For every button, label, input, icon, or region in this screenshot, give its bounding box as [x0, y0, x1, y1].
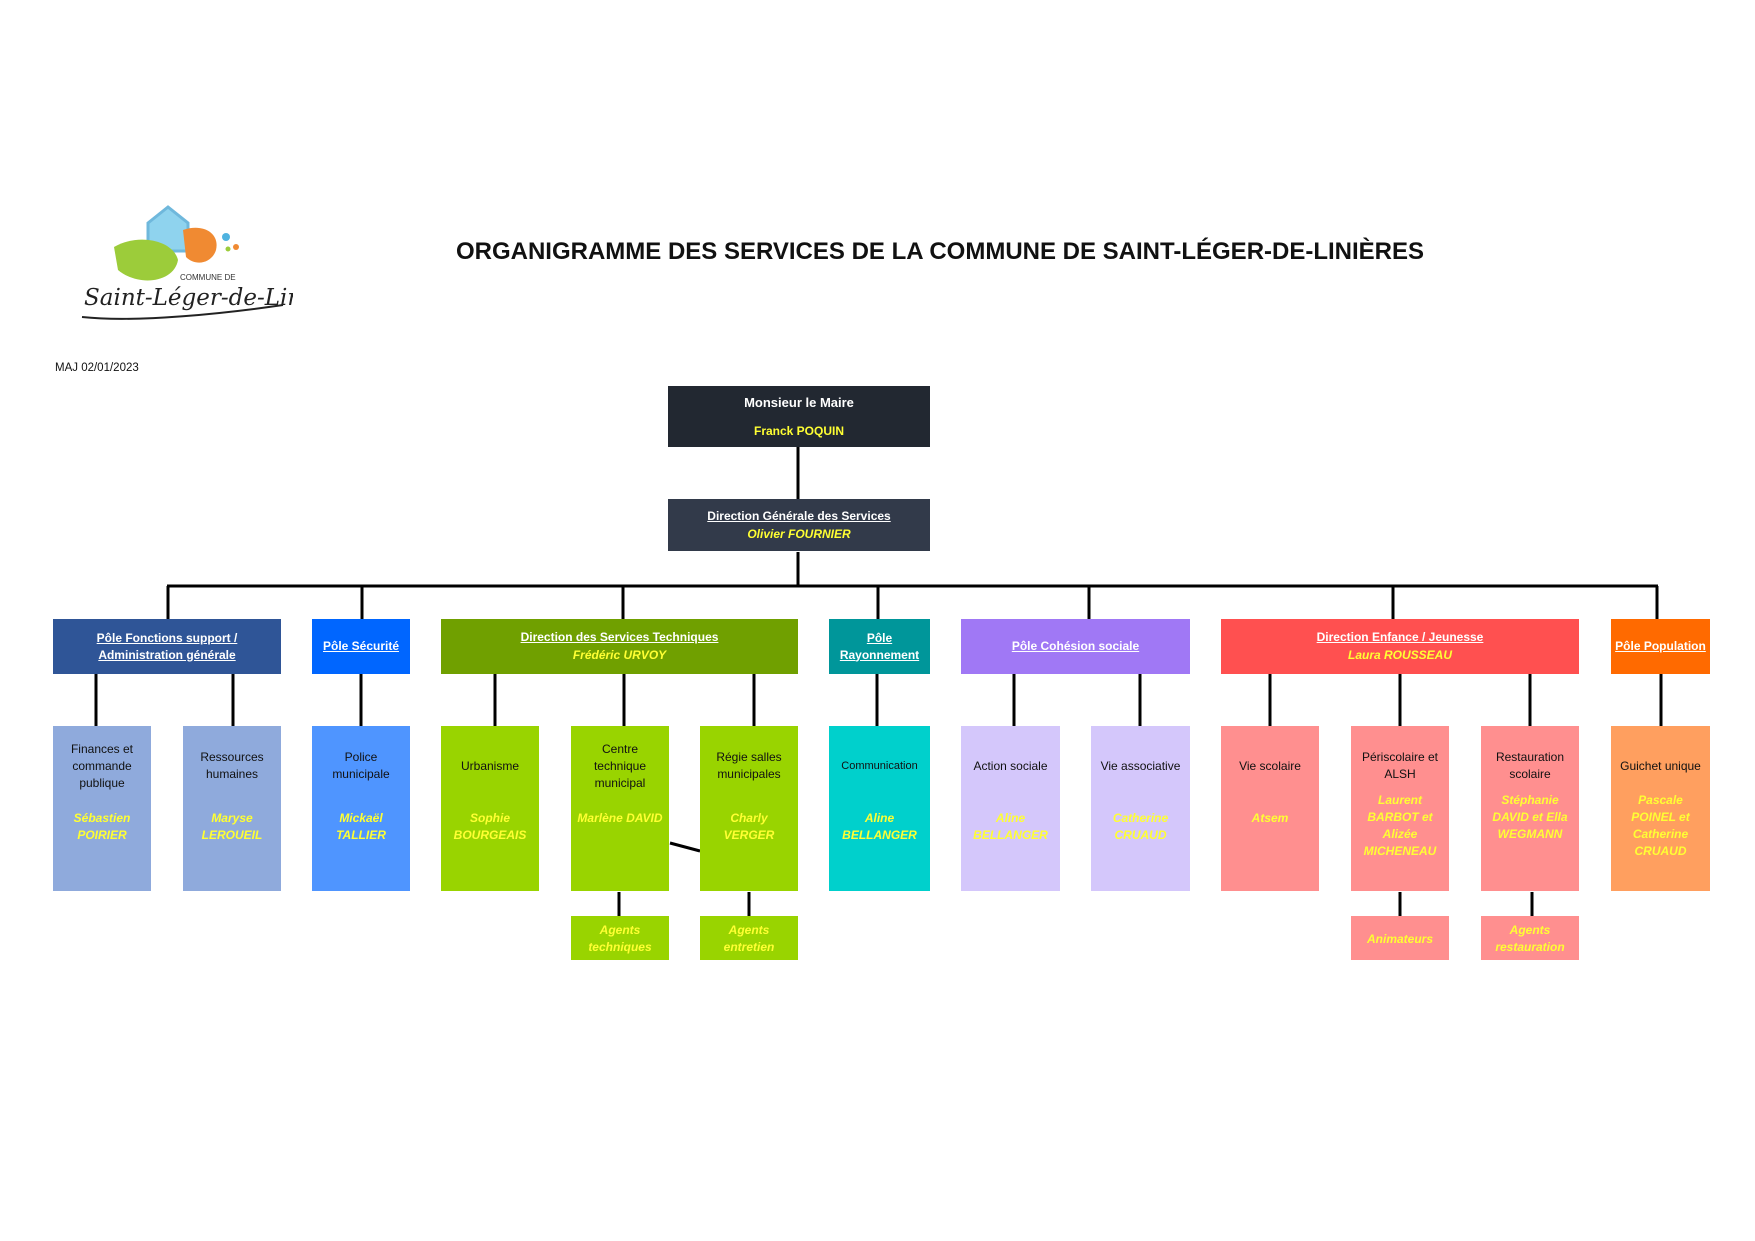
service-rh-person: Maryse LEROUEIL — [201, 811, 263, 842]
service-restauration-box: Restauration scolaire Stéphanie DAVID et… — [1481, 726, 1579, 891]
dst-box: Direction des Services Techniques Frédér… — [441, 619, 798, 674]
pole-rayonnement-title: Pôle Rayonnement — [839, 630, 920, 662]
pole-population-title: Pôle Population — [1615, 639, 1706, 653]
orange-leaf-icon — [183, 227, 217, 263]
service-police-title: Police municipale — [332, 750, 390, 781]
service-finances-box: Finances et commande publique Sébastien … — [53, 726, 151, 891]
service-guichet-title: Guichet unique — [1620, 758, 1701, 773]
service-regie-title: Régie salles municipales — [716, 750, 782, 781]
dgs-person: Olivier FOURNIER — [747, 526, 851, 541]
service-finances-title: Finances et commande publique — [70, 741, 134, 790]
service-action-sociale-person: Aline BELLANGER — [973, 811, 1048, 842]
service-communication-box: Communication Aline BELLANGER — [829, 726, 930, 891]
blue-dot-icon — [222, 233, 230, 241]
service-regie-person: Charly VERGER — [723, 811, 775, 842]
service-vie-asso-person: Catherine CRUAUD — [1112, 811, 1169, 842]
service-action-sociale-box: Action sociale Aline BELLANGER — [961, 726, 1060, 891]
agents-entretien-box: Agents entretien — [700, 916, 798, 960]
pole-securite-title: Pôle Sécurité — [322, 639, 400, 653]
mayor-title: Monsieur le Maire — [744, 394, 854, 410]
service-restauration-title: Restauration scolaire — [1495, 750, 1565, 781]
service-vie-scolaire-person: Atsem — [1251, 811, 1289, 825]
pole-admin-title: Pôle Fonctions support / Administration … — [96, 630, 238, 662]
service-ctm-box: Centre technique municipal Marlène DAVID — [571, 726, 669, 891]
service-periscolaire-box: Périscolaire et ALSH Laurent BARBOT et A… — [1351, 726, 1449, 891]
animateurs-label: Animateurs — [1366, 931, 1434, 946]
service-ctm-person: Marlène DAVID — [577, 811, 663, 825]
dst-title: Direction des Services Techniques — [520, 630, 719, 644]
service-vie-asso-title: Vie associative — [1100, 758, 1181, 773]
agents-restauration-box: Agents restauration — [1481, 916, 1579, 960]
dgs-title: Direction Générale des Services — [707, 508, 891, 523]
animateurs-box: Animateurs — [1351, 916, 1449, 960]
connector-ctm-regie — [669, 841, 701, 853]
service-periscolaire-person: Laurent BARBOT et Alizée MICHENEAU — [1363, 793, 1437, 858]
agents-entretien-label: Agents entretien — [723, 923, 775, 954]
service-finances-person: Sébastien POIRIER — [73, 811, 131, 842]
service-urbanisme-title: Urbanisme — [460, 758, 520, 773]
service-regie-box: Régie salles municipales Charly VERGER — [700, 726, 798, 891]
service-police-person: Mickaël TALLIER — [336, 811, 386, 842]
service-communication-title: Communication — [841, 759, 918, 772]
service-urbanisme-box: Urbanisme Sophie BOURGEAIS — [441, 726, 539, 891]
mayor-person: Franck POQUIN — [753, 423, 845, 438]
orange-dot-icon — [233, 244, 239, 250]
pole-cohesion-title: Pôle Cohésion sociale — [1011, 639, 1140, 653]
service-police-box: Police municipale Mickaël TALLIER — [312, 726, 410, 891]
pole-rayonnement-box: Pôle Rayonnement — [829, 619, 930, 674]
pole-population-box: Pôle Population — [1611, 619, 1710, 674]
green-leaf-icon — [114, 239, 178, 281]
enfance-person: Laura ROUSSEAU — [1347, 648, 1453, 662]
green-dot-icon — [225, 246, 231, 252]
service-communication-person: Aline BELLANGER — [842, 811, 917, 842]
service-restauration-person: Stéphanie DAVID et Ella WEGMANN — [1492, 793, 1568, 841]
service-vie-scolaire-box: Vie scolaire Atsem — [1221, 726, 1319, 891]
agents-techniques-label: Agents techniques — [588, 923, 652, 954]
pole-securite-box: Pôle Sécurité — [312, 619, 410, 674]
service-action-sociale-title: Action sociale — [973, 758, 1048, 773]
logo-script-text: Saint-Léger-de-Linières — [84, 285, 293, 311]
enfance-box: Direction Enfance / Jeunesse Laura ROUSS… — [1221, 619, 1579, 674]
logo-small-text: COMMUNE DE — [180, 273, 236, 282]
update-date: MAJ 02/01/2023 — [55, 362, 139, 374]
commune-logo: COMMUNE DE Saint-Léger-de-Linières — [81, 205, 293, 320]
service-vie-scolaire-title: Vie scolaire — [1239, 758, 1301, 773]
agents-techniques-box: Agents techniques — [571, 916, 669, 960]
pole-cohesion-box: Pôle Cohésion sociale — [961, 619, 1190, 674]
service-ctm-title: Centre technique municipal — [593, 741, 647, 790]
pole-admin-box: Pôle Fonctions support / Administration … — [53, 619, 281, 674]
service-guichet-person: Pascale POINEL et Catherine CRUAUD — [1631, 793, 1690, 858]
dgs-box: Direction Générale des Services Olivier … — [668, 499, 930, 551]
logo-underline — [81, 304, 284, 320]
enfance-title: Direction Enfance / Jeunesse — [1316, 630, 1484, 644]
service-rh-box: Ressources humaines Maryse LEROUEIL — [183, 726, 281, 891]
mayor-box: Monsieur le Maire Franck POQUIN — [668, 386, 930, 447]
agents-restauration-label: Agents restauration — [1495, 923, 1565, 954]
service-guichet-box: Guichet unique Pascale POINEL et Catheri… — [1611, 726, 1710, 891]
service-rh-title: Ressources humaines — [200, 750, 264, 781]
service-periscolaire-title: Périscolaire et ALSH — [1361, 750, 1439, 781]
service-vie-asso-box: Vie associative Catherine CRUAUD — [1091, 726, 1190, 891]
service-urbanisme-person: Sophie BOURGEAIS — [453, 811, 527, 842]
page-title: ORGANIGRAMME DES SERVICES DE LA COMMUNE … — [455, 238, 1425, 265]
dst-person: Frédéric URVOY — [572, 648, 667, 662]
